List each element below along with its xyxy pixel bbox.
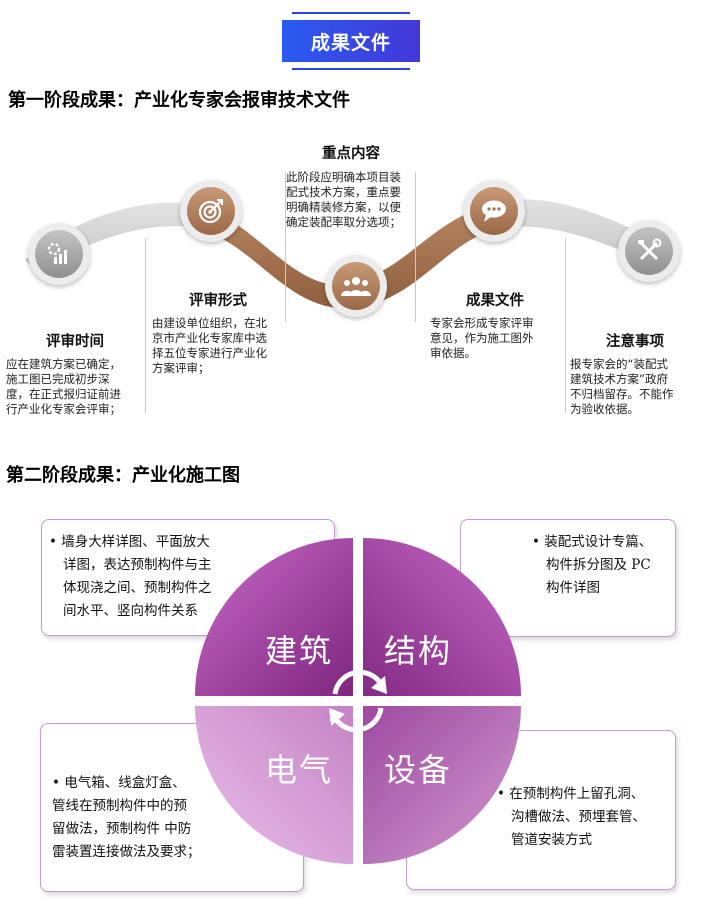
note-line: • 墙身大样详图、平面放大 (49, 534, 210, 550)
notes-line: 报专家会的“装配式 (570, 357, 668, 371)
note-line: 管道安装方式 (511, 832, 592, 848)
key-content-heading: 重点内容 (322, 146, 380, 162)
key-content-line: 明确精装修方案，以便 (286, 200, 401, 214)
notes-heading: 注意事项 (606, 334, 664, 350)
note-line: • 电气箱、线盒灯盒、 (52, 775, 186, 791)
note-line: • 装配式设计专篇、 (532, 534, 653, 550)
structure-note-text: • 装配式设计专篇、 构件拆分图及 PC 构件详图 (532, 531, 652, 600)
review-time-line: 应在建筑方案已确定， (6, 357, 121, 371)
electrical-note-text: • 电气箱、线盒灯盒、 管线在预制构件中的预 留做法，预制构件 中防 雷装置连接… (52, 772, 201, 864)
note-line: 管线在预制构件中的预 (52, 798, 187, 814)
result-file-line: 意见，作为施工图外 (430, 331, 534, 345)
people-group-icon (332, 262, 380, 310)
quadrant-structure-label: 结构 (384, 632, 453, 670)
review-form-circle (180, 180, 242, 242)
result-file-line: 审依据。 (430, 346, 476, 360)
note-line: 留做法，预制构件 中防 (52, 821, 192, 837)
result-file-block: 成果文件 专家会形成专家评审 意见，作为施工图外 审依据。 (430, 289, 560, 361)
target-icon (187, 187, 235, 235)
notes-line: 不归档留存。不能作 (570, 387, 674, 401)
quadrant-circle (195, 538, 521, 864)
architecture-note-text: • 墙身大样详图、平面放大 详图，表达预制构件与主 体现浇之间、预制构件之 间水… (49, 531, 212, 623)
notes-line: 建筑技术方案”政府 (570, 372, 668, 386)
stage2-title: 第二阶段成果：产业化施工图 (6, 465, 240, 486)
section-tag: 成果文件 (282, 12, 420, 70)
stage1-title: 第一阶段成果：产业化专家会报审技术文件 (8, 90, 350, 111)
review-time-circle (28, 223, 90, 285)
quadrant-electrical-label: 电气 (265, 751, 334, 789)
key-content-line: 确定装配率取分选项； (286, 215, 401, 229)
notes-line: 为验收依据。 (570, 402, 639, 416)
equipment-note-text: • 在预制构件上留孔洞、 沟槽做法、预埋套管、 管道安装方式 (497, 783, 646, 852)
result-file-line: 专家会形成专家评审 (430, 316, 534, 330)
note-line: 详图，表达预制构件与主 (63, 557, 212, 573)
review-form-heading: 评审形式 (189, 293, 247, 309)
note-line: 间水平、竖向构件关系 (63, 603, 198, 619)
note-line: • 在预制构件上留孔洞、 (497, 786, 645, 802)
review-time-block: 评审时间 应在建筑方案已确定， 施工图已完成初步深 度，在正式报归证前进 行产业… (6, 330, 144, 417)
note-line: 雷装置连接做法及要求； (52, 844, 201, 860)
note-line: 体现浇之间、预制构件之 (63, 580, 212, 596)
tools-icon (625, 227, 673, 275)
review-time-line: 度，在正式报归证前进 (6, 387, 121, 401)
note-line: 构件详图 (546, 580, 600, 596)
key-content-line: 配式技术方案，重点要 (286, 185, 401, 199)
result-file-circle (463, 180, 525, 242)
review-time-line: 施工图已完成初步深 (6, 372, 110, 386)
review-form-line: 京市产业化专家库中选 (152, 331, 267, 345)
notes-block: 注意事项 报专家会的“装配式 建筑技术方案”政府 不归档留存。不能作 为验收依据… (570, 330, 700, 417)
review-form-line: 由建设单位组织，在北 (152, 316, 267, 330)
note-line: 沟槽做法、预埋套管、 (511, 809, 646, 825)
key-content-line: 此阶段应明确本项目装 (286, 170, 401, 184)
review-form-line: 方案评审； (152, 361, 210, 375)
result-file-heading: 成果文件 (466, 293, 524, 309)
review-form-line: 择五位专家进行产业化 (152, 346, 267, 360)
note-line: 构件拆分图及 PC (546, 557, 651, 573)
review-form-block: 评审形式 由建设单位组织，在北 京市产业化专家库中选 择五位专家进行产业化 方案… (152, 289, 284, 376)
speech-bubble-icon (470, 187, 518, 235)
quadrant-equipment-label: 设备 (384, 751, 453, 789)
review-time-line: 行产业化专家会评审； (6, 402, 121, 416)
notes-circle (618, 220, 680, 282)
review-time-heading: 评审时间 (46, 334, 104, 350)
chart-gear-icon (35, 230, 83, 278)
section-tag-label: 成果文件 (282, 20, 420, 62)
quadrant-architecture-label: 建筑 (265, 632, 334, 670)
key-content-block: 重点内容 此阶段应明确本项目装 配式技术方案，重点要 明确精装修方案，以便 确定… (286, 142, 416, 230)
key-content-circle (325, 255, 387, 317)
